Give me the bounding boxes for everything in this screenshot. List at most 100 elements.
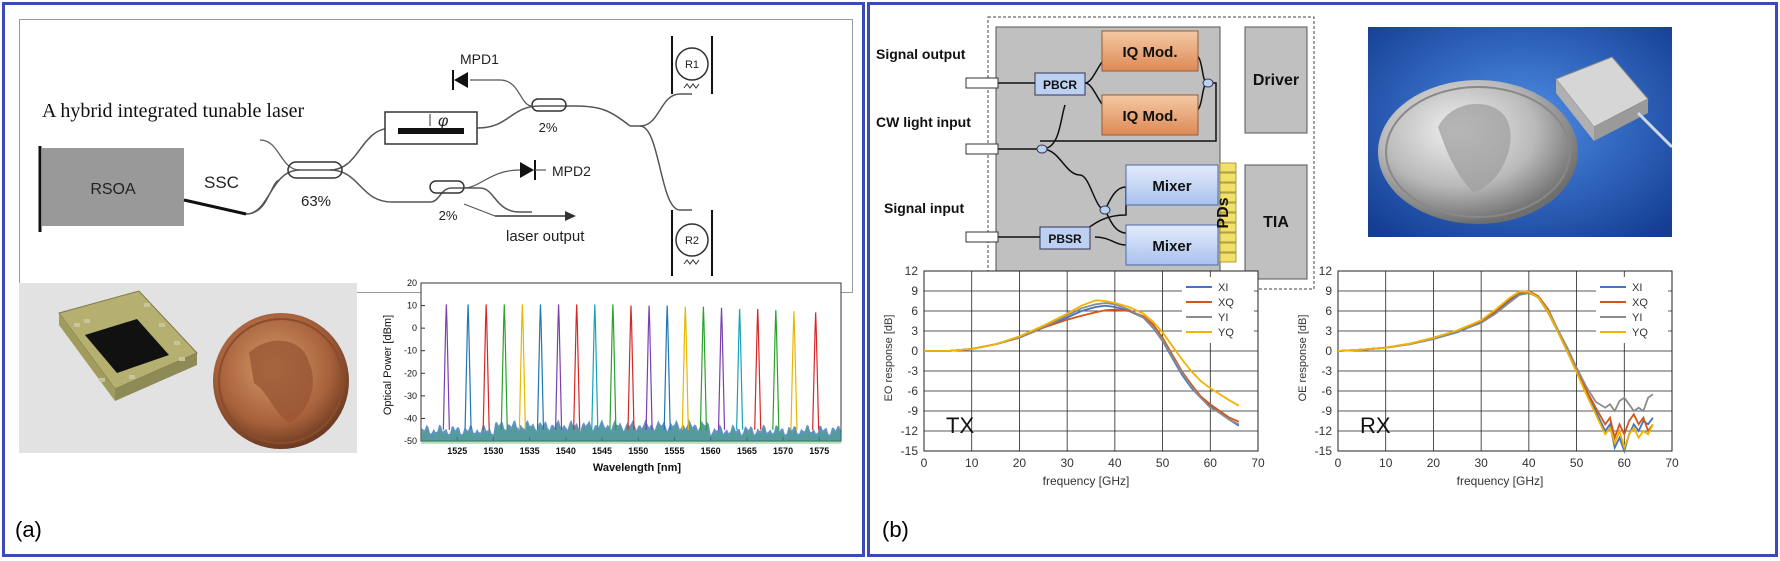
package-photo-svg [1368,27,1674,237]
spectrum-ytick-label: 0 [412,323,417,333]
tx-legend-label: XQ [1218,297,1234,309]
pbcr-label: PBCR [1043,78,1077,92]
spectrum-peak [772,310,780,430]
iq-mod-1-label: IQ Mod. [1123,44,1178,61]
rx-ytick-label: -6 [1321,384,1332,398]
chip-photo-svg [58,290,349,449]
spectrum-peak [645,305,653,430]
driver-block [1244,26,1308,134]
rx-xtick-label: 60 [1618,456,1632,470]
spectrum-noise-floor [421,419,841,441]
spectrum-peak [500,304,508,430]
laser-schematic: RSOA SSC 63% φ 2% MPD1 [19,19,853,293]
laser-schematic-svg: RSOA SSC 63% φ 2% MPD1 [38,36,713,276]
spectrum-ylabel: Optical Power [dBm] [382,315,394,415]
tx-ytick-label: 12 [905,264,919,278]
driver-label: Driver [1253,72,1299,89]
rx-xtick-label: 20 [1427,456,1441,470]
tx-legend-label: YI [1218,312,1228,324]
rx-ytick-label: 6 [1325,304,1332,318]
tx-series-yq [924,299,1240,407]
rx-ytick-label: 3 [1325,324,1332,338]
spectrum-noise-floor-overlay [421,422,841,444]
spectrum-xtick-label: 1570 [773,446,793,456]
spectrum-xtick-label: 1540 [556,446,576,456]
tx-ytick-label: -3 [907,364,918,378]
spectrum-peak [573,304,581,430]
transceiver-block-diagram: PBCR PBSR IQ Mod. IQ Mod. Mixer Mixer PD… [870,5,1340,295]
rx-ytick-label: 9 [1325,284,1332,298]
rx-xtick-label: 0 [1335,456,1342,470]
main-coupler-ratio: 63% [301,193,331,210]
rx-ytick-label: -15 [1315,444,1333,458]
pds-label: PDs [1215,197,1232,228]
ring-r2 [675,223,709,257]
tx-ytick-label: -9 [907,404,918,418]
rx-ytick-label: 0 [1325,344,1332,358]
tx-chart-svg: EO response [dB] frequency [GHz] 129630-… [883,264,1265,488]
iq-mod-2-label: IQ Mod. [1123,108,1178,125]
tx-xtick-label: 10 [965,456,979,470]
tx-xtick-label: 30 [1060,456,1074,470]
ring-r1-label: R1 [685,59,699,71]
tx-ytick-label: -12 [901,424,919,438]
spectrum-xtick-label: 1555 [664,446,684,456]
spectrum-peak [442,304,450,430]
phase-symbol: φ [438,113,448,130]
spectrum-peak [663,305,671,430]
rx-chart-svg: OE response [dB] frequency [GHz] 129630-… [1297,264,1679,488]
rx-ytick-label: -9 [1321,404,1332,418]
rx-ytick-label: -12 [1315,424,1333,438]
tx-ytick-label: 0 [911,344,918,358]
rx-xtick-label: 30 [1474,456,1488,470]
ssc-waveguide [183,198,247,216]
tx-legend-label: XI [1218,282,1228,294]
ssc-label: SSC [204,173,239,192]
spectrum-xtick-label: 1535 [520,446,540,456]
tx-ytick-label: 9 [911,284,918,298]
rx-title: RX [1360,413,1391,438]
signal-input-label: Signal input [884,200,964,216]
iq-mod-2-block [1101,94,1199,136]
mpd2-label: MPD2 [552,163,591,179]
spectrum-peak [736,308,744,430]
package-photo [1368,27,1674,237]
spectrum-xtick-label: 1525 [447,446,467,456]
spectrum-peak [609,304,617,430]
bottom-tap-coupler [429,180,465,194]
spectrum-peak [591,304,599,430]
rx-legend-label: XI [1632,282,1642,294]
spectrum-xtick-label: 1545 [592,446,612,456]
panel-a: RSOA SSC 63% φ 2% MPD1 [2,2,865,557]
tx-ytick-label: 3 [911,324,918,338]
spectrum-peak [464,304,472,430]
spectrum-peak [717,307,726,430]
tx-legend-label: YQ [1218,327,1234,339]
spectrum-peak [790,311,798,430]
rsoa-label: RSOA [90,181,136,198]
ring-r2-label: R2 [685,235,699,247]
tx-xtick-label: 70 [1251,456,1265,470]
spectrum-ytick-label: -10 [404,346,417,356]
tx-xtick-label: 20 [1013,456,1027,470]
pbsr-label: PBSR [1048,232,1082,246]
tx-xtick-label: 40 [1108,456,1122,470]
rx-legend-label: YI [1632,312,1642,324]
laser-output-label: laser output [506,228,585,245]
spectrum-xtick-label: 1550 [628,446,648,456]
tx-xtick-label: 0 [921,456,928,470]
spectrum-xtick-label: 1530 [483,446,503,456]
rx-ytick-label: -3 [1321,364,1332,378]
rx-series-yq [1337,290,1654,451]
spectrum-peak [754,308,762,430]
rx-xlabel: frequency [GHz] [1457,474,1544,488]
spectrum-xtick-label: 1565 [737,446,757,456]
spectrum-chart-svg: Optical Power [dBm] Wavelength [nm] 2010… [382,278,842,474]
pbsr-block [1039,226,1091,250]
rx-ytick-label: 12 [1319,264,1333,278]
rx-legend-label: YQ [1632,327,1648,339]
spectrum-peak [627,305,635,430]
